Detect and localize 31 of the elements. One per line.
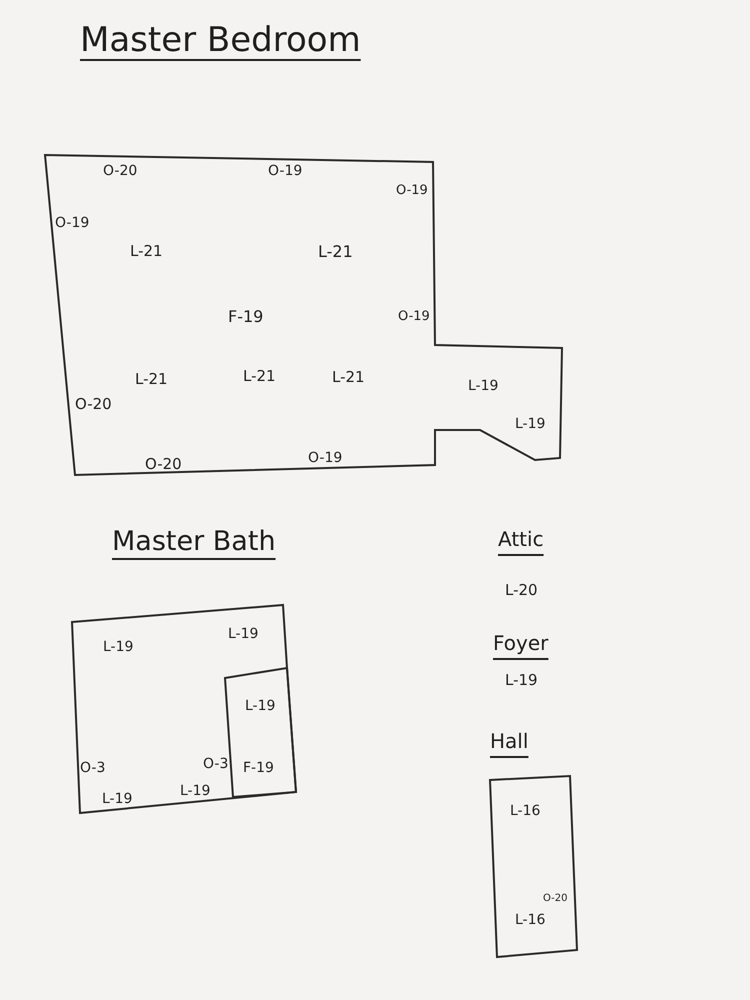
fixture-code: O-3 [80, 761, 106, 776]
fixture-code: L-19 [180, 784, 210, 800]
fixture-code: L-19 [245, 699, 276, 714]
fixture-code: L-21 [243, 368, 276, 384]
room-title: Master Bath [112, 527, 276, 557]
fixture-code: L-16 [515, 913, 546, 928]
fixture-code: F-19 [243, 761, 274, 776]
fixture-code: O-20 [75, 396, 112, 412]
fixture-code: O-3 [203, 757, 228, 772]
fixture-code: O-19 [308, 451, 342, 466]
fixture-code: O-19 [55, 216, 90, 232]
fixture-code: L-19 [103, 640, 134, 656]
fixture-code: L-16 [510, 804, 540, 820]
fixture-code: L-21 [135, 371, 168, 388]
room-title: Master Bedroom [80, 22, 361, 60]
fixture-code: O-19 [398, 310, 430, 324]
fixture-code: L-19 [102, 792, 132, 808]
fixture-code: O-20 [103, 164, 138, 180]
fixture-code: O-19 [268, 164, 302, 180]
fixture-code: F-19 [228, 308, 264, 326]
fixture-code: O-20 [543, 893, 568, 904]
fixture-code: O-20 [145, 456, 182, 472]
fixture-code: L-21 [332, 369, 365, 386]
fixture-code: O-19 [396, 184, 428, 198]
fixture-code: L-20 [505, 582, 538, 598]
fixture-code: L-19 [468, 379, 498, 394]
fixture-code: L-19 [228, 627, 258, 642]
fixture-code: L-21 [318, 243, 353, 261]
fixture-code: L-19 [515, 417, 546, 432]
fixture-code: L-19 [505, 672, 538, 688]
fixture-code: L-21 [130, 243, 163, 260]
